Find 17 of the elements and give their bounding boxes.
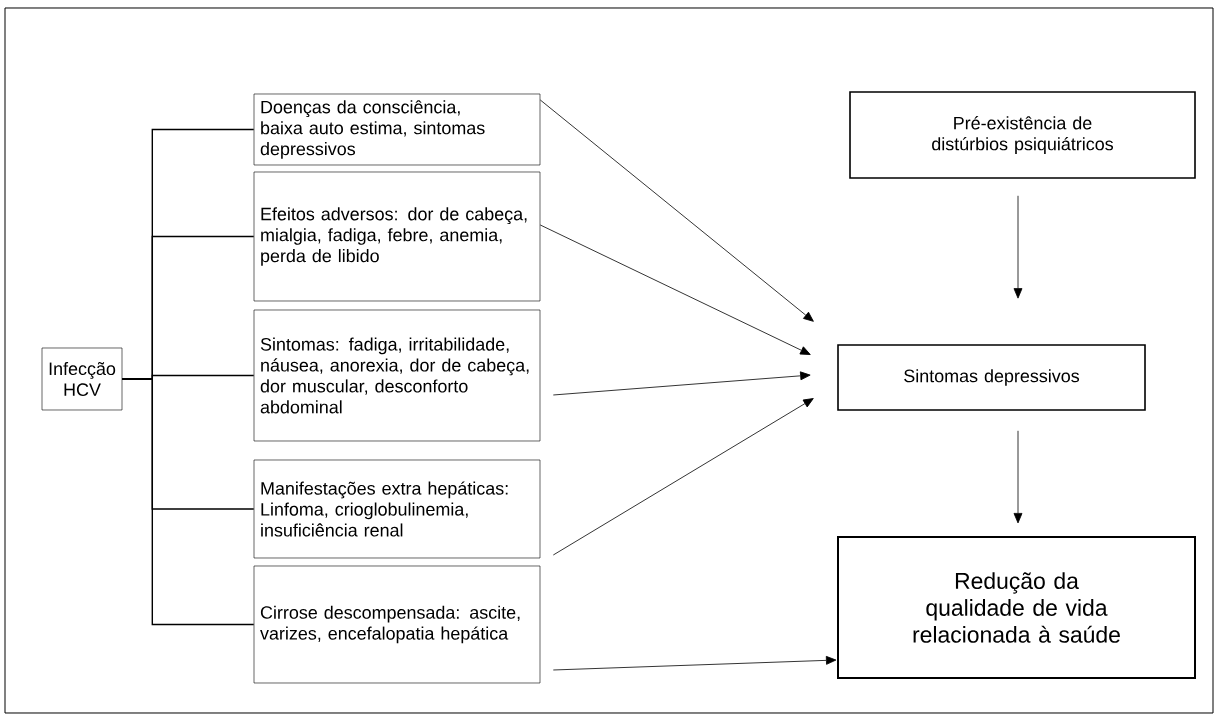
- process-box: Infecção HCV: [41, 347, 123, 411]
- connector: [121, 378, 255, 626]
- arrow: [1013, 195, 1023, 299]
- process-box: Sintomas depressivos: [837, 344, 1146, 411]
- arrow: [552, 398, 814, 556]
- arrow: [539, 99, 814, 322]
- arrow: [539, 224, 811, 355]
- arrow: [552, 655, 837, 671]
- process-box: Cirrose descompensada: ascite, varizes, encefalopatia hepática: [253, 565, 541, 684]
- arrow: [1013, 430, 1023, 524]
- process-box: Pré-existência de distúrbios psiquiátricos: [849, 91, 1196, 179]
- process-box: Doenças da consciência, baixa auto estima, sintomas depressivos: [253, 93, 541, 166]
- process-box: Sintomas: fadiga, irritabilidade, náusea, anorexia, dor de cabeça, dor muscular, desconforto abdominal: [253, 309, 541, 442]
- process-box: Redução da qualidade de vida relacionada à saúde: [837, 536, 1196, 679]
- process-box: Efeitos adversos: dor de cabeça, mialgia, fadiga, febre, anemia, perda de libido: [253, 171, 541, 302]
- process-box: Manifestações extra hepáticas: Linfoma, crioglobulinemia, insuficiência renal: [253, 459, 541, 559]
- arrow: [552, 371, 811, 396]
